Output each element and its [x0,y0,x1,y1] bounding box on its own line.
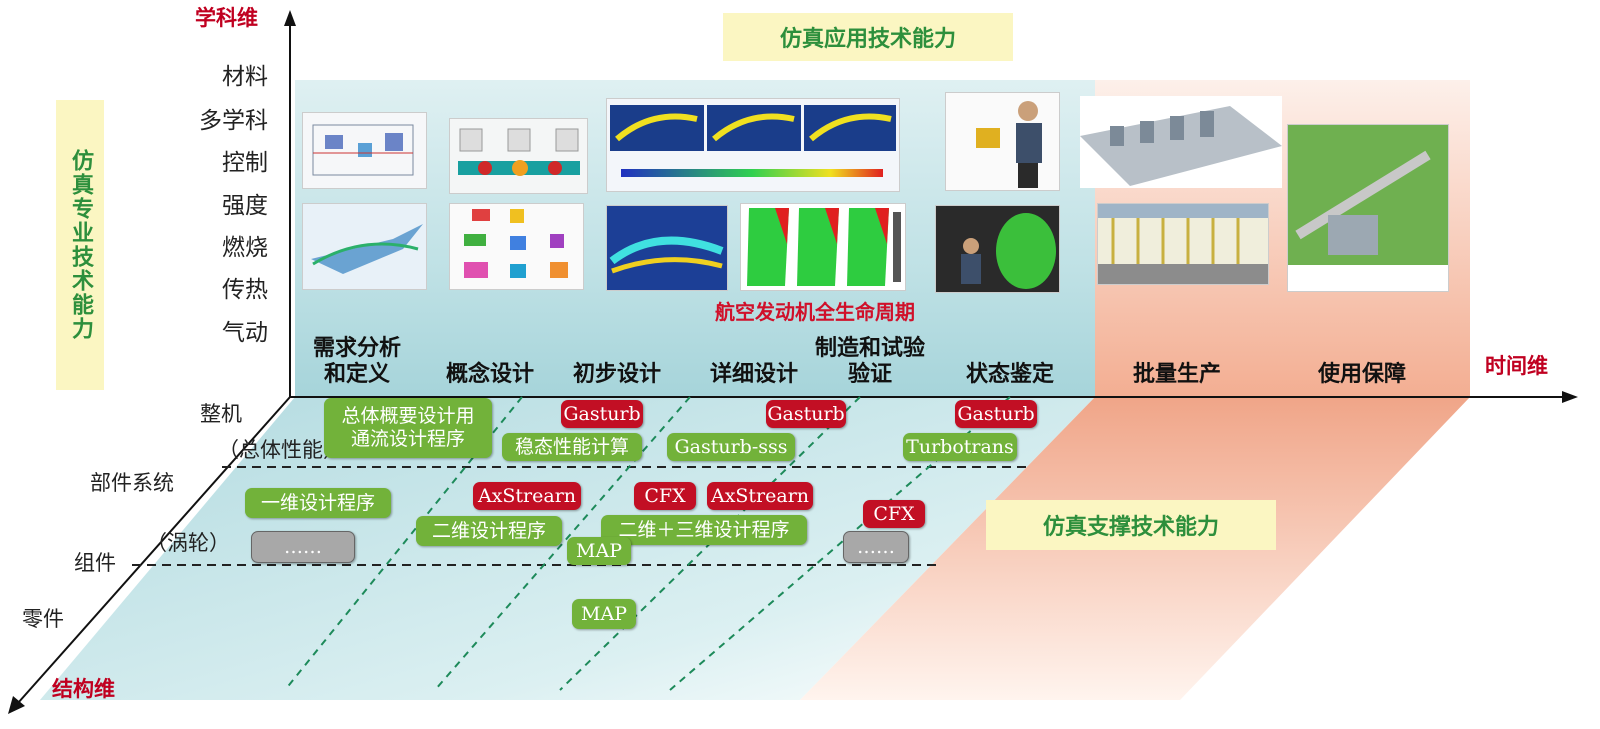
tool-tag: MAP [572,599,636,629]
discipline-axis-label: 学科维 [195,6,258,30]
tool-tag: Gasturb [955,400,1037,428]
tool-tag: 总体概要设计用 通流设计程序 [324,398,492,458]
person-inspection-image [945,92,1060,191]
structure-axis-label: 结构维 [52,677,115,701]
concept-matrix-image [449,203,584,290]
level-part: 零件 [22,607,64,631]
support-capability-box: 仿真支撑技术能力 [986,500,1276,550]
tool-tag: 稳态性能计算 [502,433,642,461]
production-line-image [1080,96,1282,188]
tool-tag: MAP [567,537,631,565]
tool-tag: Gasturb-sss [667,433,795,461]
tool-tag: Gasturb [766,400,846,428]
level-engine-sub: （总体性能） [218,438,344,462]
time-axis-label: 时间维 [1485,354,1548,378]
phase-label: 批量生产 [1132,362,1221,387]
tool-tag: AxStrearn [473,482,581,510]
cfd-blade-results-image [606,98,900,192]
discipline-label: 传热 [222,277,268,303]
z-axis [17,396,291,704]
discipline-label: 材料 [222,64,268,90]
level-assembly: 组件 [74,551,116,575]
level-component-sub: （涡轮） [146,531,230,555]
phase-label: 制造和试验 验证 [814,336,925,388]
discipline-label: 多学科 [199,108,268,134]
tool-tag: Turbotrans [903,433,1017,461]
phase-label: 概念设计 [445,362,534,387]
phase-label: 初步设计 [572,362,661,387]
blade-stress-image [740,203,906,291]
tool-tag: CFX [634,482,696,510]
tool-tag: …… [251,531,355,563]
discipline-label: 气动 [222,320,268,346]
application-capability-box: 仿真应用技术能力 [723,13,1013,61]
phase-label: 使用保障 [1317,362,1406,387]
phase-label: 详细设计 [709,362,798,387]
engine-layout-image [449,118,588,194]
requirements-schematic-image [302,112,427,189]
aircraft-flow-image [302,203,427,290]
tool-tag: CFX [863,500,925,528]
tool-tag: …… [843,531,909,563]
phase-separator-4 [669,396,1011,691]
level-component: 部件系统 [90,471,174,495]
assembly-hall-image [1097,203,1269,285]
combustor-flow-image [606,205,728,291]
discipline-label: 强度 [222,193,268,219]
discipline-label: 控制 [222,150,268,176]
phase-separator-1 [284,396,523,691]
tool-tag: 二维＋三维设计程序 [601,515,807,545]
phase-label: 状态鉴定 [965,362,1054,387]
lifecycle-label: 航空发动机全生命周期 [715,300,915,324]
engine-test-image [935,205,1060,293]
tool-tag: Gasturb [561,400,643,428]
level-engine: 整机 [200,402,242,426]
phase-label: 需求分析 和定义 [312,336,401,388]
airport-service-image [1287,124,1449,292]
y-axis-arrow [284,10,296,26]
tool-tag: 二维设计程序 [416,516,562,546]
z-axis-arrow [8,696,25,714]
x-axis-arrow [1562,391,1578,403]
tool-tag: AxStrearn [707,482,813,510]
discipline-label: 燃烧 [222,235,268,261]
tool-tag: 一维设计程序 [245,488,391,518]
discipline-capability-box: 仿真专业技术能力 [56,100,104,390]
